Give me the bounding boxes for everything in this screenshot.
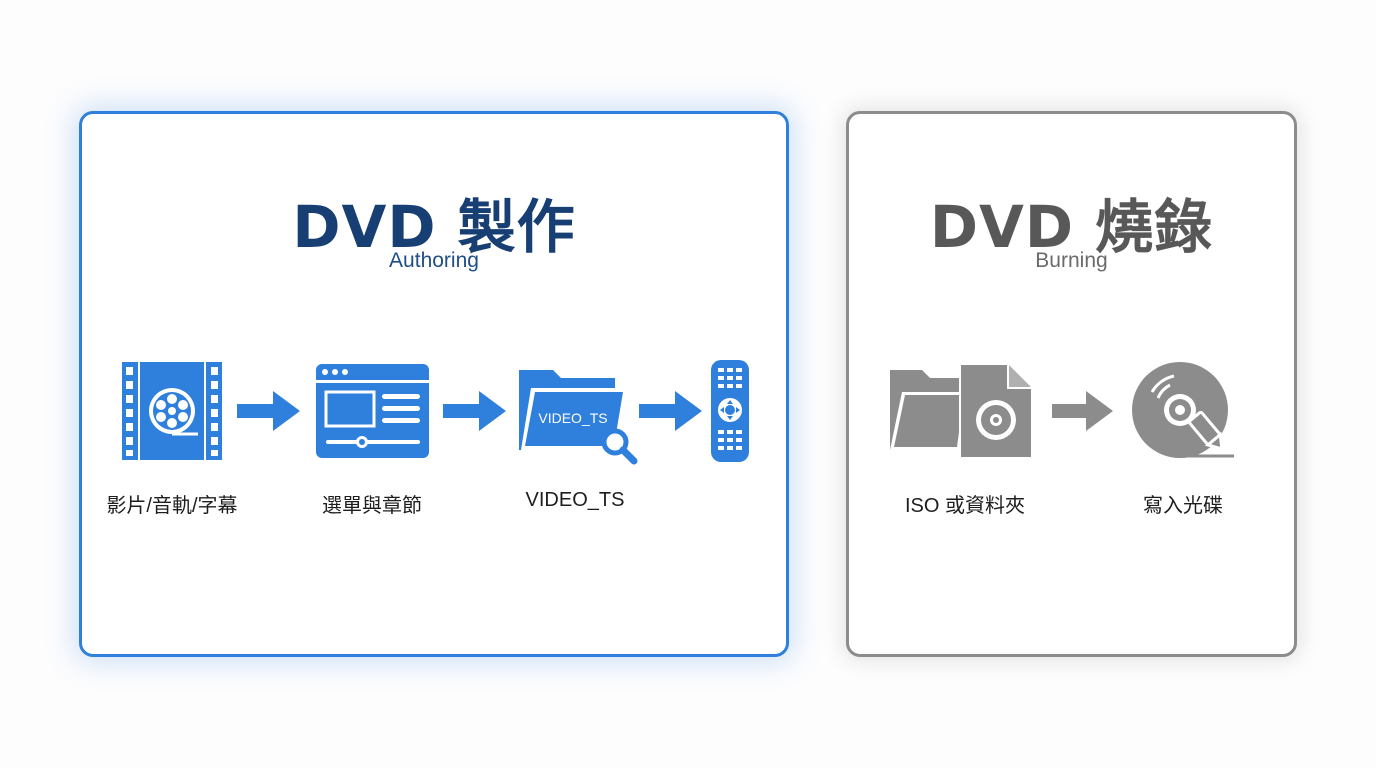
folder-text: VIDEO_TS: [538, 410, 607, 426]
burning-subtitle: Burning: [1035, 249, 1108, 272]
arrow-right-icon: [443, 391, 506, 431]
folder-search-icon: VIDEO_TS: [519, 370, 638, 465]
step-label-media: 影片/音軌/字幕: [106, 495, 238, 517]
film-reel-icon: [122, 362, 222, 460]
menu-window-icon: [316, 364, 429, 458]
authoring-title: DVD 製作: [292, 193, 576, 261]
step-label-video-ts: VIDEO_TS: [525, 489, 625, 511]
burning-title: DVD 燒錄: [929, 193, 1214, 261]
step-label-menus: 選單與章節: [322, 495, 422, 517]
burning-panel: DVD 燒錄 Burning: [846, 111, 1297, 657]
disc-burn-icon: [1132, 362, 1234, 458]
authoring-subtitle: Authoring: [389, 249, 479, 272]
step-label-iso: ISO 或資料夾: [904, 495, 1026, 517]
folder-disc-file-icon: [890, 363, 1033, 459]
arrow-right-icon: [639, 391, 702, 431]
step-label-write-disc: 寫入光碟: [1143, 495, 1223, 517]
arrow-right-icon: [237, 391, 300, 431]
arrow-right-icon: [1052, 391, 1113, 431]
remote-control-icon: [711, 360, 749, 462]
